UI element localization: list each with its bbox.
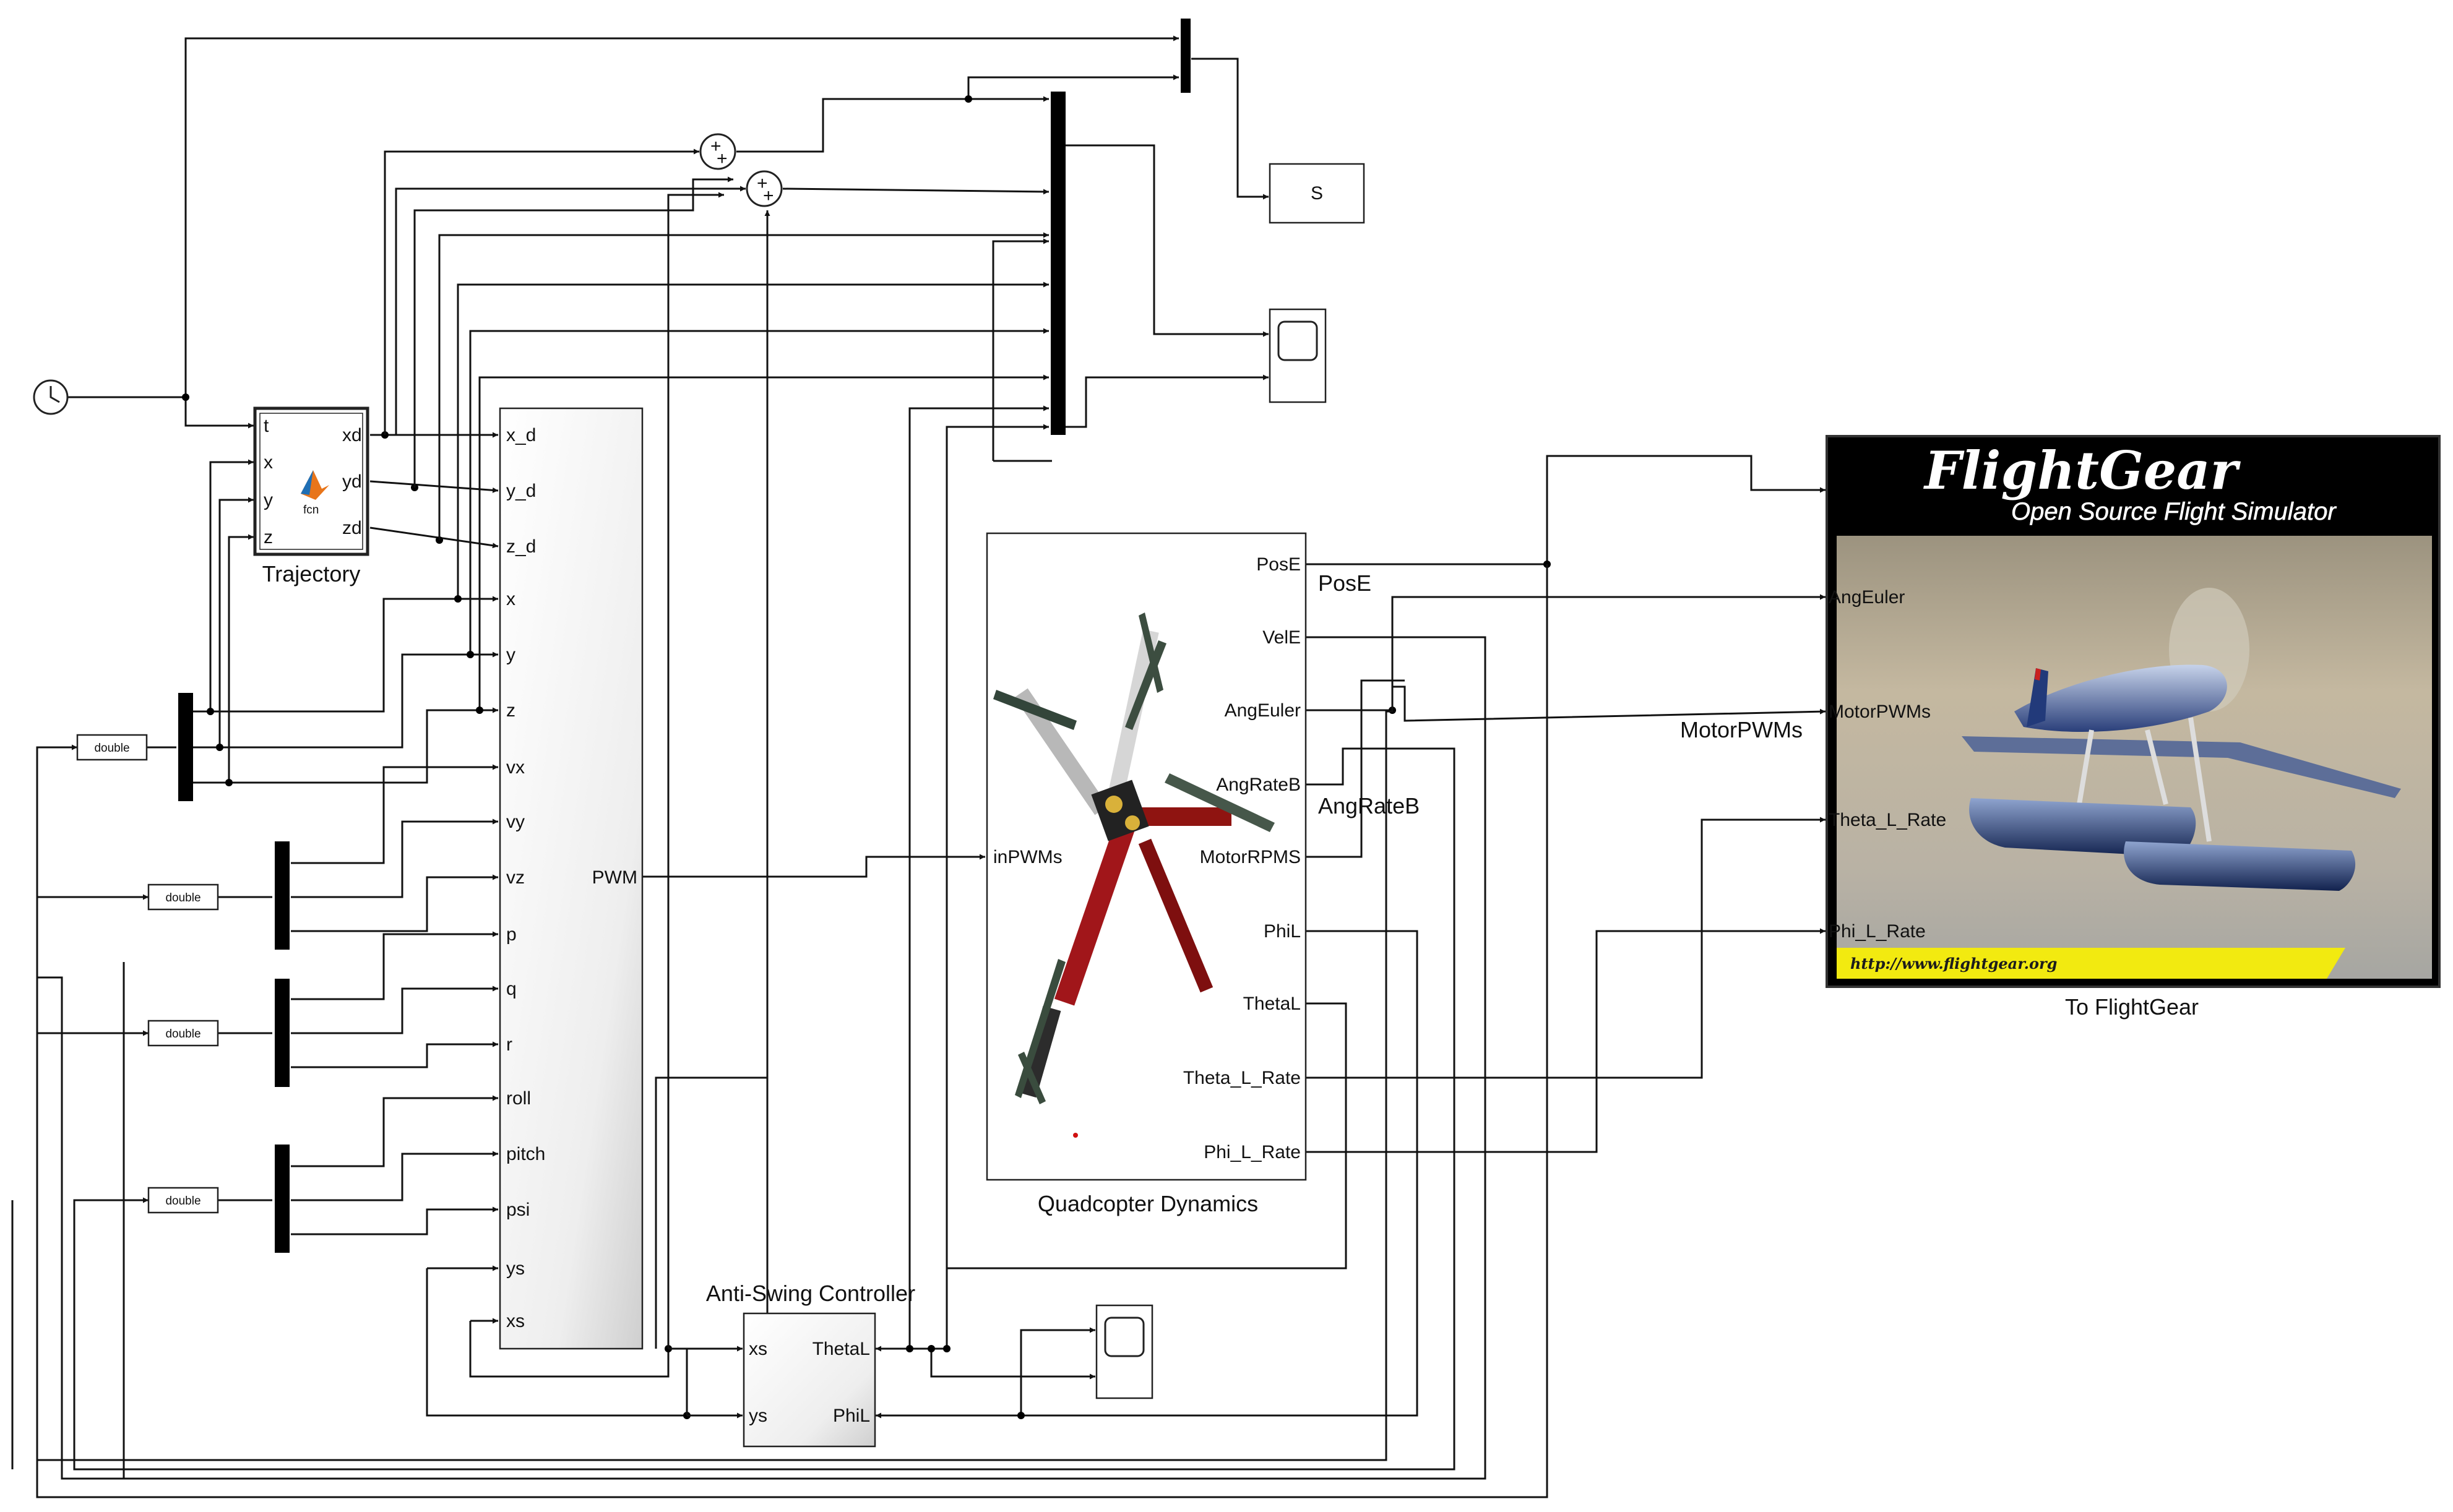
- signal-wires: [11, 35, 1826, 1498]
- controller-input: y: [506, 645, 515, 665]
- controller-input: z_d: [506, 536, 536, 557]
- trajectory-input-t: t: [264, 416, 269, 436]
- controller-input: x: [506, 589, 515, 609]
- flightgear-block[interactable]: FlightGear Open Source Flight Simulator …: [1826, 435, 2441, 1020]
- to-workspace-block[interactable]: S: [1269, 163, 1365, 224]
- anti-swing-output: PhiL: [833, 1406, 870, 1426]
- controller-input: ys: [506, 1258, 525, 1279]
- controller-input: p: [506, 924, 517, 945]
- sum-sign: +: [717, 148, 728, 169]
- sum-sign: +: [763, 186, 774, 206]
- conversion-label: double: [165, 1028, 200, 1041]
- conversion-label: double: [165, 1195, 200, 1208]
- dynamics-input: inPWMs: [993, 847, 1063, 867]
- controller-output-pwm: PWM: [592, 867, 637, 888]
- sum-sign: +: [710, 136, 722, 157]
- trajectory-output-zd: zd: [342, 518, 362, 538]
- scope-block[interactable]: [1095, 1304, 1153, 1399]
- conversion-block[interactable]: double: [147, 1187, 219, 1214]
- mux-bar[interactable]: [275, 979, 290, 1087]
- controller-input: x_d: [506, 425, 536, 445]
- controller-input: r: [506, 1034, 512, 1055]
- dynamics-output: AngEuler: [1225, 700, 1301, 721]
- airplane-image: [1962, 588, 2401, 891]
- trajectory-label: Trajectory: [262, 561, 361, 586]
- clock-block[interactable]: [33, 379, 69, 415]
- mux-bar[interactable]: [1051, 92, 1066, 435]
- scope-block[interactable]: [1269, 308, 1327, 403]
- trajectory-input-y: y: [264, 490, 273, 510]
- trajectory-input-x: x: [264, 452, 273, 473]
- flightgear-title: FlightGear: [1923, 440, 2241, 501]
- quadcopter-dynamics-block[interactable]: inPWMs PosE VelE AngEuler AngRateB Motor…: [986, 532, 1307, 1216]
- scope-icon: [1277, 320, 1318, 361]
- controller-input: y_d: [506, 481, 536, 501]
- signal-label-motorpwms: MotorPWMs: [1680, 717, 1803, 742]
- quadcopter-3d-image: [993, 612, 1275, 1138]
- dynamics-label: Quadcopter Dynamics: [1038, 1191, 1258, 1216]
- controller-input: vy: [506, 812, 525, 832]
- dynamics-output: Theta_L_Rate: [1183, 1068, 1301, 1088]
- trajectory-fcn: fcn: [303, 504, 319, 517]
- conversion-block[interactable]: double: [147, 1020, 219, 1047]
- to-workspace-label: S: [1311, 183, 1323, 204]
- dynamics-output: VelE: [1262, 627, 1301, 648]
- scope-icon: [1104, 1317, 1145, 1357]
- dynamics-output: AngRateB: [1216, 775, 1301, 795]
- controller-block[interactable]: x_d y_d z_d x y z vx vy vz p q r roll pi…: [499, 407, 644, 1350]
- flightgear-subtitle: Open Source Flight Simulator: [2011, 498, 2337, 525]
- controller-input: xs: [506, 1311, 525, 1331]
- conversion-label: double: [165, 891, 200, 904]
- flightgear-input: Phi_L_Rate: [1829, 921, 1926, 942]
- dynamics-output: PhiL: [1264, 921, 1301, 942]
- dynamics-output: MotorRPMS: [1200, 847, 1301, 867]
- controller-input: psi: [506, 1200, 530, 1220]
- sum-sign: +: [757, 173, 768, 194]
- flightgear-banner: [1837, 948, 2345, 979]
- mux-bar[interactable]: [1181, 19, 1191, 93]
- conversion-block[interactable]: double: [147, 883, 219, 911]
- dynamics-output: ThetaL: [1243, 994, 1301, 1014]
- controller-input: pitch: [506, 1144, 545, 1164]
- controller-input: vz: [506, 867, 525, 888]
- trajectory-output-xd: xd: [342, 425, 362, 445]
- trajectory-output-yd: yd: [342, 471, 362, 492]
- dynamics-output: PosE: [1256, 554, 1301, 575]
- controller-input: z: [506, 700, 515, 721]
- matlab-logo-icon: [301, 470, 329, 500]
- controller-input: roll: [506, 1088, 531, 1109]
- mux-bar[interactable]: [178, 693, 193, 801]
- trajectory-input-z: z: [264, 527, 273, 548]
- flightgear-input: MotorPWMs: [1829, 702, 1931, 722]
- sum-block[interactable]: + +: [746, 170, 783, 207]
- controller-input: q: [506, 979, 517, 999]
- dynamics-output: Phi_L_Rate: [1204, 1142, 1301, 1162]
- anti-swing-input: xs: [749, 1339, 767, 1359]
- conversion-block[interactable]: double: [76, 734, 148, 761]
- sum-block[interactable]: + +: [699, 133, 736, 170]
- flightgear-input: AngEuler: [1829, 587, 1905, 608]
- anti-swing-input: ys: [749, 1406, 767, 1426]
- controller-input: vx: [506, 757, 525, 778]
- anti-swing-controller-block[interactable]: xs ys ThetaL PhiL Anti-Swing Controller: [706, 1281, 915, 1448]
- flightgear-input: Theta_L_Rate: [1829, 810, 1946, 830]
- flightgear-url: http://www.flightgear.org: [1850, 955, 2057, 973]
- anti-swing-label: Anti-Swing Controller: [706, 1281, 915, 1306]
- flightgear-label: To FlightGear: [2065, 994, 2199, 1020]
- conversion-label: double: [94, 742, 129, 755]
- signal-label-angrateb: AngRateB: [1318, 793, 1420, 818]
- mux-bar[interactable]: [275, 1145, 290, 1253]
- trajectory-block[interactable]: t x y z xd yd zd fcn Trajectory: [253, 406, 369, 586]
- anti-swing-output: ThetaL: [813, 1339, 870, 1359]
- signal-label-pose: PosE: [1318, 570, 1371, 596]
- mux-bar[interactable]: [275, 841, 290, 950]
